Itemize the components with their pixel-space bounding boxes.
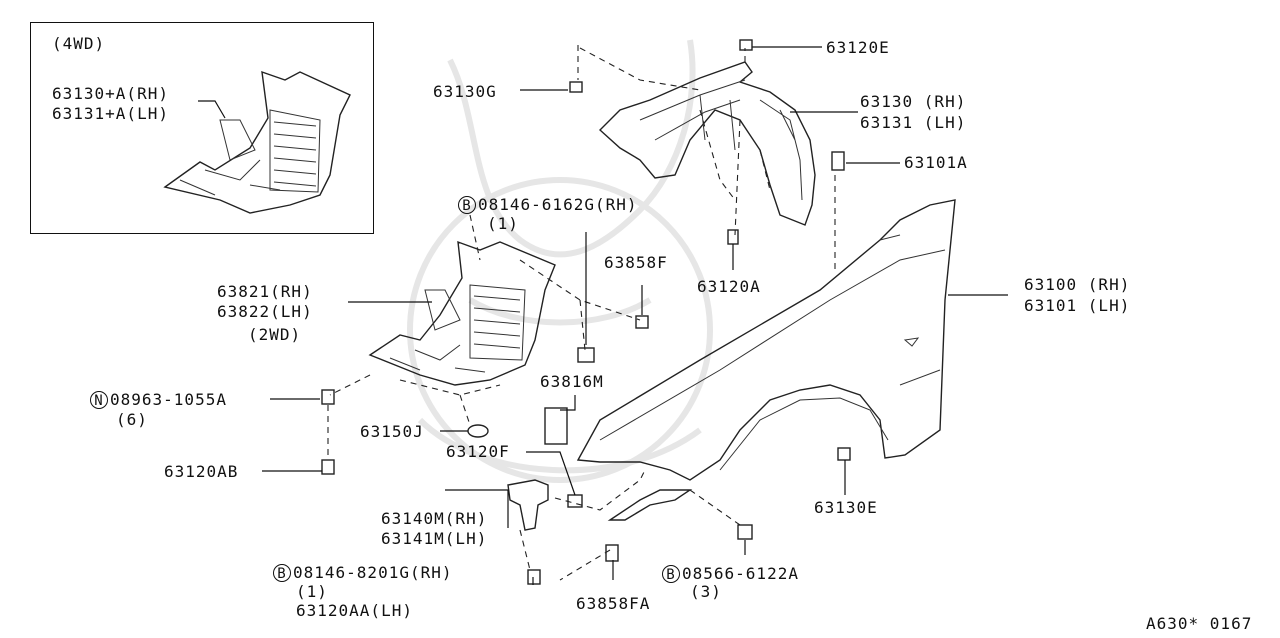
diagram-code: A630* 0167	[1146, 614, 1253, 633]
label-63131-lh: 63131 (LH)	[860, 113, 967, 132]
front-fender	[576, 199, 956, 481]
label-63101-lh: 63101 (LH)	[1024, 296, 1131, 315]
label-nut-qty: (6)	[116, 410, 148, 429]
bolt-top-part: 08146-6162G(RH)	[478, 195, 638, 214]
label-63120E: 63120E	[826, 38, 890, 57]
label-63150J: 63150J	[360, 422, 424, 441]
label-63858F: 63858F	[604, 253, 668, 272]
label-63130-rh: 63130 (RH)	[860, 92, 967, 111]
fender-liner	[598, 61, 816, 226]
label-63101A: 63101A	[904, 153, 968, 172]
label-63141M-lh: 63141M(LH)	[381, 529, 488, 548]
label-bolt-top-qty: (1)	[487, 214, 519, 233]
fender-bracket	[507, 479, 693, 531]
label-63120F: 63120F	[446, 442, 510, 461]
splash-shield-2wd	[368, 240, 556, 386]
label-63100-rh: 63100 (RH)	[1024, 275, 1131, 294]
label-63822-lh: 63822(LH)	[217, 302, 313, 321]
bolt-bottom-left-part: 08146-8201G(RH)	[293, 563, 453, 582]
nut-symbol-icon: N	[90, 391, 108, 409]
inset-splash-shield	[163, 70, 351, 214]
nut-part: 08963-1055A	[110, 390, 227, 409]
label-bolt-bottom-right-qty: (3)	[690, 582, 722, 601]
label-63120AB: 63120AB	[164, 462, 239, 481]
label-2wd: (2WD)	[248, 325, 302, 344]
label-63858FA: 63858FA	[576, 594, 651, 613]
4wd-inset-box	[30, 22, 374, 234]
bolt-symbol-icon: B	[273, 564, 291, 582]
inset-drive-label: (4WD)	[52, 34, 106, 53]
label-63130E: 63130E	[814, 498, 878, 517]
label-63140M-rh: 63140M(RH)	[381, 509, 488, 528]
bolt-symbol-icon: B	[458, 196, 476, 214]
bolt-symbol-icon: B	[662, 565, 680, 583]
label-63130G: 63130G	[433, 82, 497, 101]
label-63120AA-lh: 63120AA(LH)	[296, 601, 413, 620]
inset-part-rh-label: 63130+A(RH)	[52, 84, 169, 103]
watermark-emblem	[407, 39, 713, 483]
inset-part-lh-label: 63131+A(LH)	[52, 104, 169, 123]
label-bolt-bottom-left-qty: (1)	[296, 582, 328, 601]
label-63816M: 63816M	[540, 372, 604, 391]
bolt-bottom-right-part: 08566-6122A	[682, 564, 799, 583]
label-63120A: 63120A	[697, 277, 761, 296]
label-63821-rh: 63821(RH)	[217, 282, 313, 301]
